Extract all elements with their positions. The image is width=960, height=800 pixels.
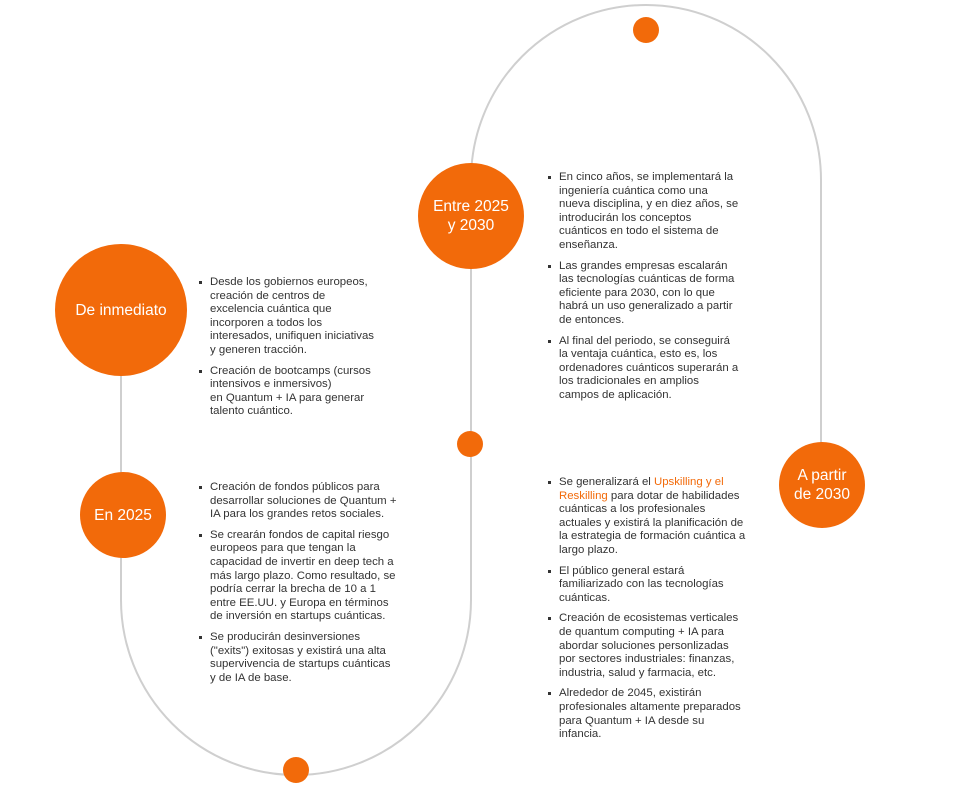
list-item: El público general estará familiarizado … [548,565,748,606]
timeline-line [120,4,822,776]
bullets-inmediato: Desde los gobiernos europeos, creación d… [199,276,377,426]
list-item: Desde los gobiernos europeos, creación d… [199,276,377,358]
list-item: Creación de fondos públicos para desarro… [199,481,399,522]
milestone-label: A partir de 2030 [793,467,851,503]
path-dot-middle [457,431,483,457]
milestone-2025: En 2025 [80,472,166,558]
milestone-label: En 2025 [94,506,152,524]
bullets-2025: Creación de fondos públicos para desarro… [199,481,399,692]
upskilling-highlight: Upskilling y el Reskilling [559,476,724,502]
list-item: Al final del periodo, se conseguirá la v… [548,335,741,403]
list-item: Se generalizará el Upskilling y el Reski… [548,476,748,558]
path-dot-top [633,17,659,43]
bullet-text-after: para dotar de habilidades cuánticas a lo… [559,489,746,556]
milestone-2025-2030: Entre 2025 y 2030 [418,163,524,269]
list-item: Se producirán desinversiones ("exits") e… [199,631,399,685]
list-item: Las grandes empresas escalarán las tecno… [548,260,741,328]
milestone-label: De inmediato [75,301,167,319]
list-item: Alrededor de 2045, existirán profesional… [548,687,748,741]
list-item: Creación de ecosistemas verticales de qu… [548,612,748,680]
bullets-2025-2030: En cinco años, se implementará la ingeni… [548,171,741,410]
bullets-2030: Se generalizará el Upskilling y el Reski… [548,476,748,749]
milestone-2030: A partir de 2030 [779,442,865,528]
list-item: En cinco años, se implementará la ingeni… [548,171,741,253]
list-item: Se crearán fondos de capital riesgo euro… [199,529,399,624]
milestone-label: Entre 2025 y 2030 [433,198,509,234]
milestone-inmediato: De inmediato [55,244,187,376]
path-dot-bottom [283,757,309,783]
list-item: Creación de bootcamps (cursos intensivos… [199,365,377,419]
bullet-text-before: Se generalizará el [559,476,654,488]
